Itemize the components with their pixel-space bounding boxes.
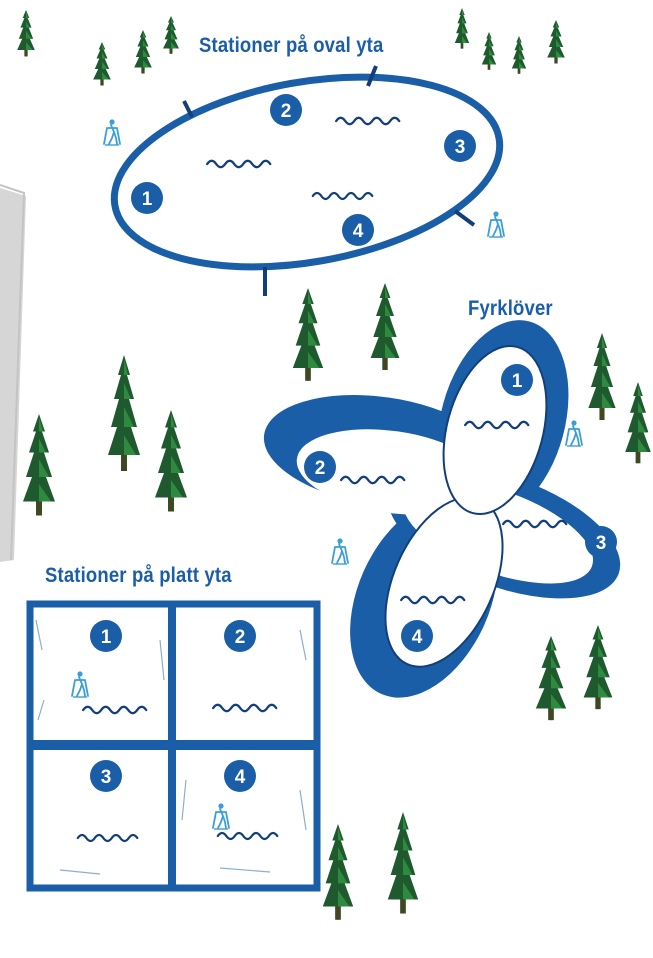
fourleaf-layout: 1 2 3 4: [263, 320, 621, 698]
station-number: 3: [101, 767, 112, 788]
tree-icon: [93, 42, 111, 86]
wave-icon: [335, 116, 401, 126]
skier-icon: [331, 537, 349, 565]
oval-title: Stationer på oval yta: [199, 34, 384, 57]
station-number: 2: [235, 627, 246, 648]
station-number: 1: [512, 371, 523, 392]
tree-icon: [23, 414, 55, 516]
skier-icon: [487, 210, 505, 238]
tree-icon: [17, 10, 35, 57]
tree-icon: [134, 30, 152, 74]
tree-icon: [370, 283, 400, 370]
oval-marker: [453, 209, 476, 227]
flat-texture: [35, 619, 307, 875]
flat-layout: 1 2 3 4: [26, 600, 321, 892]
skier-icon: [565, 419, 583, 447]
oval-station-1: 1: [131, 182, 163, 214]
fourleaf-station-1: 1: [501, 364, 533, 396]
flat-station-2: 2: [224, 620, 256, 652]
tree-icon: [535, 636, 567, 721]
tree-icon: [108, 355, 140, 471]
tree-icon: [511, 36, 527, 74]
fourleaf-station-4: 4: [401, 620, 433, 652]
station-number: 1: [142, 189, 153, 210]
tree-icon: [155, 410, 187, 512]
station-number: 3: [596, 533, 607, 554]
oval-station-2: 2: [270, 94, 302, 126]
oval-marker: [366, 65, 378, 87]
tree-icon: [583, 625, 613, 710]
fourleaf-title: Fyrklöver: [468, 297, 553, 320]
flat-station-4: 4: [224, 760, 256, 792]
flat-station-1: 1: [90, 620, 122, 652]
oval-station-3: 3: [444, 130, 476, 162]
fourleaf-station-3: 3: [585, 526, 617, 558]
skier-icon: [103, 118, 121, 146]
fourleaf-station-2: 2: [304, 451, 336, 483]
oval-marker: [182, 100, 194, 118]
station-number: 2: [281, 101, 292, 122]
tree-icon: [163, 15, 179, 54]
oval-layout: 2 3 1 4: [103, 65, 505, 296]
station-number: 4: [353, 221, 364, 242]
flat-horizontal-divider: [30, 740, 317, 750]
tree-icon: [454, 8, 470, 49]
station-number: 4: [235, 767, 246, 788]
station-number: 2: [315, 458, 326, 479]
tree-icon: [292, 288, 324, 381]
tree-icon: [481, 31, 497, 70]
paper-fold: [0, 184, 26, 561]
tree-icon: [387, 812, 419, 914]
station-number: 3: [455, 137, 466, 158]
flat-station-3: 3: [90, 760, 122, 792]
oval-station-4: 4: [342, 214, 374, 246]
tree-icon: [588, 333, 616, 420]
tree-icon: [625, 382, 651, 464]
wave-icon: [311, 191, 374, 201]
oval-track: [110, 73, 504, 271]
paper-shadow: [0, 188, 26, 562]
tree-icon: [322, 824, 354, 920]
station-number: 4: [412, 627, 423, 648]
wave-icon: [206, 159, 272, 169]
flat-title: Stationer på platt yta: [45, 564, 232, 587]
station-number: 1: [101, 627, 112, 648]
tree-icon: [547, 20, 565, 64]
